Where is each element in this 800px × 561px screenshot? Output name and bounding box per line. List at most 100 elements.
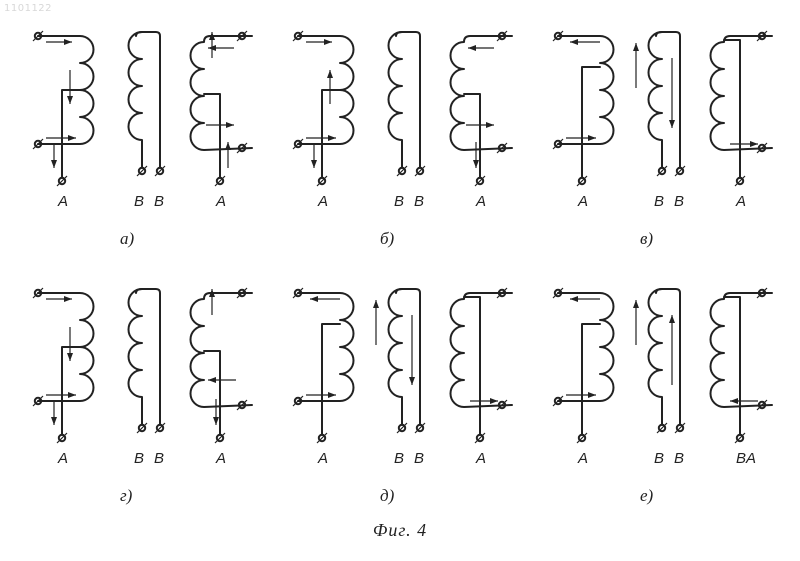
secondary-tap-lead xyxy=(204,94,220,178)
terminal-label-1: B xyxy=(134,193,144,210)
primary-current-arrow-1-head xyxy=(67,353,73,361)
terminal-label-0: A xyxy=(317,193,328,210)
core-outer-wire xyxy=(396,289,420,425)
primary-current-arrow-0-head xyxy=(570,39,578,45)
terminal-label-1: B xyxy=(394,450,404,467)
panel-a: A BB Aа) xyxy=(33,31,252,248)
terminal-label-0: A xyxy=(57,193,68,210)
primary-current-arrow-0-head xyxy=(310,296,318,302)
core-outer-wire xyxy=(396,32,420,168)
panel-sublabel: д) xyxy=(380,486,395,505)
primary-current-arrow-1-head xyxy=(588,135,596,141)
secondary-tap-lead xyxy=(724,40,740,178)
terminal-label-0: A xyxy=(317,450,328,467)
core-coil xyxy=(129,289,143,425)
terminal-label-3: A xyxy=(215,450,226,467)
terminal-label-2: B xyxy=(414,193,424,210)
flux-arrow-head xyxy=(373,300,379,308)
core-coil xyxy=(649,289,663,425)
primary-current-arrow-2-head xyxy=(328,135,336,141)
secondary-current-arrow-0-head xyxy=(490,398,498,404)
primary-current-arrow-3-head xyxy=(51,160,57,168)
core-outer-wire xyxy=(656,289,680,425)
terminal-label-2: B xyxy=(154,193,164,210)
secondary-current-arrow-2-head xyxy=(226,122,234,128)
primary-current-arrow-3-head xyxy=(51,417,57,425)
flux-arrow-head xyxy=(633,300,639,308)
core-coil xyxy=(129,32,143,168)
panel-sublabel: в) xyxy=(640,229,653,248)
terminal-label-1: B xyxy=(654,450,664,467)
secondary-current-arrow-2-head xyxy=(473,160,479,168)
secondary-tap-lead xyxy=(464,297,480,435)
core-current-arrow-head xyxy=(669,120,675,128)
core-current-arrow-head xyxy=(669,315,675,323)
terminal-label-3: A xyxy=(215,193,226,210)
primary-current-arrow-3-head xyxy=(311,160,317,168)
secondary-winding xyxy=(451,36,513,150)
primary-tap-lead xyxy=(62,90,80,178)
terminal-label-3: BA xyxy=(736,450,756,467)
terminal-label-2: B xyxy=(674,450,684,467)
panel-sublabel: г) xyxy=(120,486,133,505)
panel-sublabel: б) xyxy=(380,229,395,248)
primary-tap-lead xyxy=(322,324,340,435)
terminal-label-2: B xyxy=(154,450,164,467)
terminal-label-0: A xyxy=(577,450,588,467)
primary-current-arrow-0-head xyxy=(324,39,332,45)
secondary-current-arrow-3-head xyxy=(225,142,231,150)
secondary-winding xyxy=(191,36,253,150)
panel-g: A BB Aг) xyxy=(33,288,252,505)
secondary-current-arrow-0-head xyxy=(730,398,738,404)
panel-e: ABBBAе) xyxy=(553,288,772,505)
primary-current-arrow-1-head xyxy=(327,70,333,78)
secondary-tap-lead xyxy=(204,351,220,435)
primary-current-arrow-1-head xyxy=(67,96,73,104)
core-coil xyxy=(389,289,403,425)
primary-current-arrow-1-head xyxy=(328,392,336,398)
terminal-label-0: A xyxy=(577,193,588,210)
terminal-label-1: B xyxy=(654,193,664,210)
primary-tap-lead xyxy=(62,347,80,435)
primary-winding xyxy=(558,293,614,401)
secondary-tap-lead xyxy=(464,94,480,178)
primary-tap-lead xyxy=(582,324,600,435)
secondary-current-arrow-1-head xyxy=(208,377,216,383)
primary-current-arrow-0-head xyxy=(64,296,72,302)
panel-b: ABBAб) xyxy=(293,31,512,248)
panel-d: A BB Aд) xyxy=(293,288,512,505)
primary-tap-lead xyxy=(322,90,340,178)
primary-current-arrow-2-head xyxy=(68,392,76,398)
secondary-current-arrow-0-head xyxy=(468,45,476,51)
terminal-label-3: A xyxy=(475,450,486,467)
panel-v: A BB Aв) xyxy=(553,31,772,248)
primary-current-arrow-2-head xyxy=(68,135,76,141)
core-outer-wire xyxy=(656,32,680,168)
flux-arrow-head xyxy=(633,43,639,51)
core-outer-wire xyxy=(136,32,160,168)
secondary-current-arrow-2-head xyxy=(213,417,219,425)
secondary-winding xyxy=(711,293,773,407)
secondary-current-arrow-0-head xyxy=(750,141,758,147)
primary-current-arrow-0-head xyxy=(64,39,72,45)
primary-tap-lead xyxy=(582,67,600,178)
primary-winding xyxy=(558,36,614,144)
secondary-winding xyxy=(711,36,773,150)
figure-caption: Фиг. 4 xyxy=(0,520,800,541)
terminal-label-2: B xyxy=(414,450,424,467)
terminal-label-1: B xyxy=(134,450,144,467)
terminal-label-2: B xyxy=(674,193,684,210)
panel-sublabel: а) xyxy=(120,229,135,248)
terminal-label-1: B xyxy=(394,193,404,210)
secondary-tap-lead xyxy=(724,297,740,435)
secondary-winding xyxy=(191,293,253,407)
terminal-label-3: A xyxy=(735,193,746,210)
terminal-label-0: A xyxy=(57,450,68,467)
secondary-current-arrow-1-head xyxy=(486,122,494,128)
core-coil xyxy=(649,32,663,168)
primary-current-arrow-1-head xyxy=(588,392,596,398)
core-coil xyxy=(389,32,403,168)
core-current-arrow-head xyxy=(409,377,415,385)
